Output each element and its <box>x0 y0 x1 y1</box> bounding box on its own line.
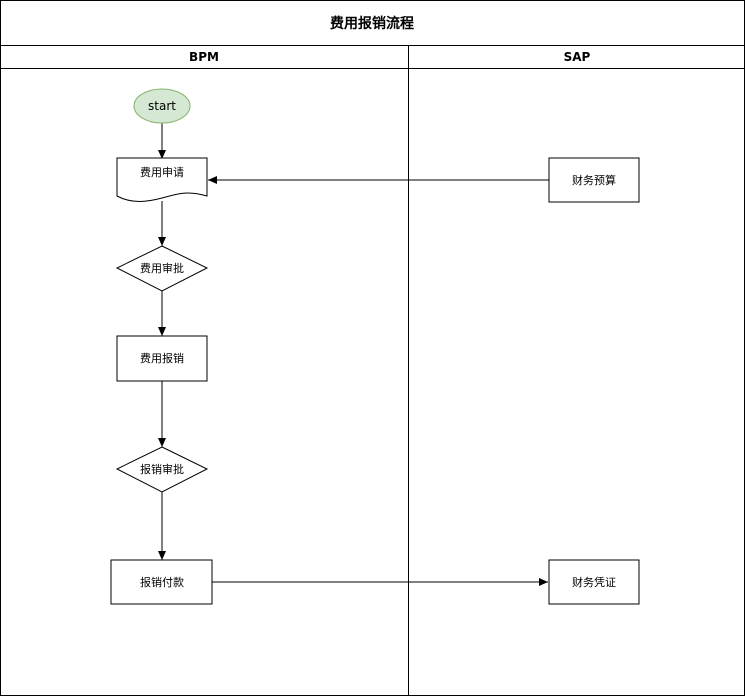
expense-reimbursement-shape <box>116 335 208 382</box>
node-expense-reimbursement: 费用报销 <box>116 335 208 382</box>
start-shape <box>133 88 191 124</box>
reimbursement-approval-label: 报销审批 <box>140 462 184 476</box>
node-start: start <box>133 88 191 124</box>
node-expense-application: 费用申请 <box>116 157 208 202</box>
expense-approval-label: 费用审批 <box>140 261 184 275</box>
node-reimbursement-payment: 报销付款 <box>110 559 213 605</box>
lane-header-bpm: BPM <box>189 50 219 64</box>
diagram-title: 费用报销流程 <box>330 15 414 32</box>
node-reimbursement-approval: 报销审批 <box>115 446 209 493</box>
node-expense-approval: 费用审批 <box>115 245 209 292</box>
expense-approval-shape <box>115 245 209 292</box>
reimbursement-approval-shape <box>115 446 209 493</box>
node-financial-voucher: 财务凭证 <box>548 559 640 605</box>
financial-voucher-shape <box>548 559 640 605</box>
expense-application-label: 费用申请 <box>140 166 184 179</box>
expense-application-shape <box>116 157 208 202</box>
lane-header-sap: SAP <box>564 50 591 64</box>
financial-voucher-label: 财务凭证 <box>572 575 616 589</box>
node-financial-budget: 财务预算 <box>548 157 640 203</box>
edges <box>158 123 549 586</box>
reimbursement-payment-label: 报销付款 <box>140 575 184 589</box>
start-label: start <box>148 99 176 113</box>
expense-reimbursement-label: 费用报销 <box>140 351 184 365</box>
financial-budget-label: 财务预算 <box>572 173 616 187</box>
reimbursement-payment-shape <box>110 559 213 605</box>
financial-budget-shape <box>548 157 640 203</box>
